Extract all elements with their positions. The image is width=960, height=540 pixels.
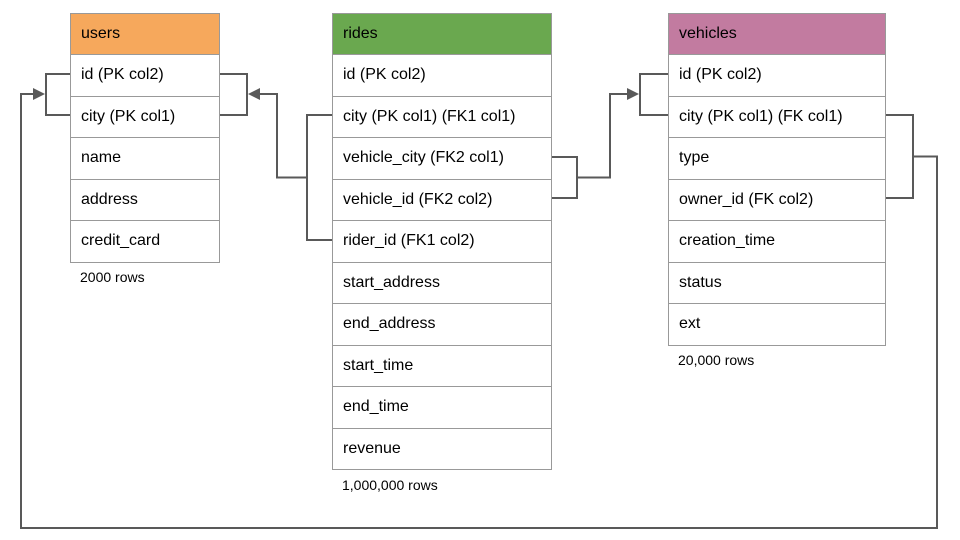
- column-row: ext: [669, 303, 885, 345]
- column-row: credit_card: [71, 220, 219, 262]
- fk1-bracket-rides: [306, 114, 332, 241]
- table-vehicles: vehicles id (PK col2) city (PK col1) (FK…: [668, 13, 886, 346]
- rowcount-users: 2000 rows: [80, 269, 145, 285]
- fk-bracket-vehicles: [886, 114, 914, 199]
- table-rides: rides id (PK col2) city (PK col1) (FK1 c…: [332, 13, 552, 470]
- rowcount-vehicles: 20,000 rows: [678, 352, 755, 368]
- column-row: start_time: [333, 344, 551, 386]
- column-row: type: [669, 137, 885, 179]
- column-row: id (PK col2): [333, 54, 551, 96]
- fk2-bracket-rides: [552, 156, 578, 199]
- fk2-wire-rides-vehicles: [577, 93, 628, 179]
- column-row: rider_id (FK1 col2): [333, 220, 551, 262]
- column-row: id (PK col2): [71, 54, 219, 96]
- rowcount-rides: 1,000,000 rows: [342, 477, 438, 493]
- column-row: creation_time: [669, 220, 885, 262]
- column-row: owner_id (FK col2): [669, 178, 885, 220]
- column-row: id (PK col2): [669, 54, 885, 96]
- column-row: city (PK col1): [71, 95, 219, 137]
- arrowhead-fk-into-users-icon: [33, 88, 45, 100]
- arrowhead-fk2-into-vehicles-icon: [627, 88, 639, 100]
- fk1-bracket-users: [220, 73, 248, 116]
- table-vehicles-header: vehicles: [669, 14, 885, 54]
- column-row: vehicle_id (FK2 col2): [333, 178, 551, 220]
- column-row: city (PK col1) (FK col1): [669, 95, 885, 137]
- fk1-wire-rides-users: [259, 93, 307, 179]
- table-rides-header: rides: [333, 14, 551, 54]
- column-row: revenue: [333, 427, 551, 469]
- column-row: status: [669, 261, 885, 303]
- fk-wire-vehicles-users: [20, 93, 938, 529]
- column-row: address: [71, 178, 219, 220]
- table-users-header: users: [71, 14, 219, 54]
- column-row: end_time: [333, 386, 551, 428]
- column-row: name: [71, 137, 219, 179]
- fk-bracket-users: [45, 73, 70, 116]
- column-row: vehicle_city (FK2 col1): [333, 137, 551, 179]
- column-row: city (PK col1) (FK1 col1): [333, 95, 551, 137]
- table-users: users id (PK col2) city (PK col1) name a…: [70, 13, 220, 263]
- arrowhead-fk1-into-users-icon: [248, 88, 260, 100]
- column-row: end_address: [333, 303, 551, 345]
- fk2-bracket-vehicles: [639, 73, 668, 116]
- column-row: start_address: [333, 261, 551, 303]
